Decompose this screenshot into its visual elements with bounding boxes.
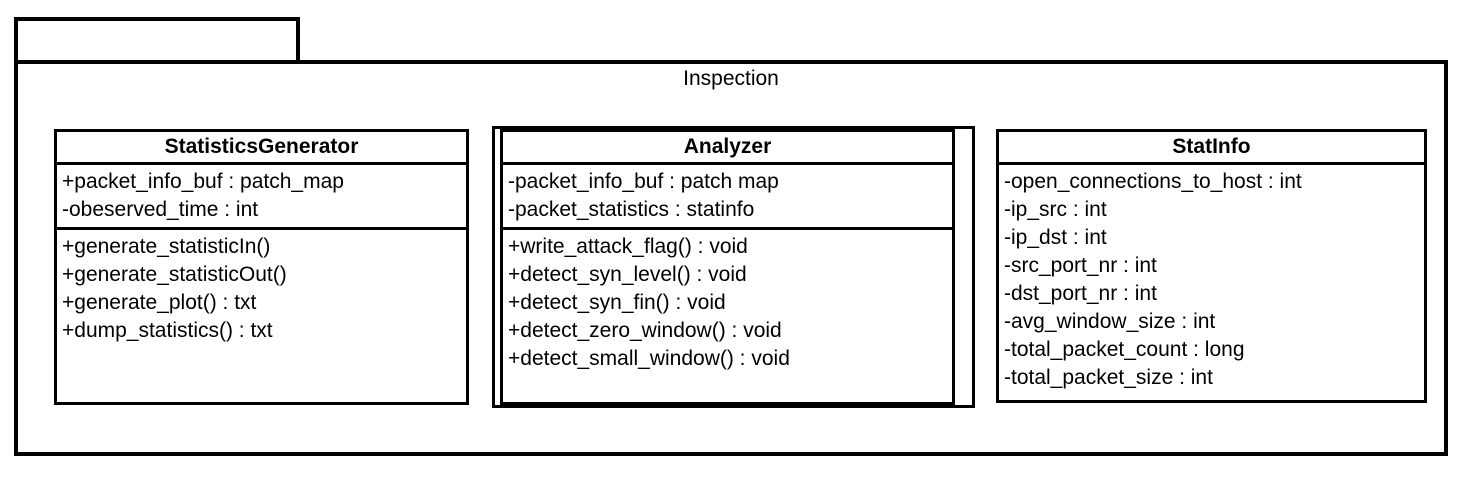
attribute-row: -obeserved_time : int: [62, 198, 259, 221]
class-title-statisticsgenerator: StatisticsGenerator: [57, 132, 466, 165]
operation-row: +write_attack_flag() : void: [508, 235, 748, 258]
attribute-row: -ip_dst : int: [1004, 226, 1107, 249]
operation-row: +detect_syn_level() : void: [508, 263, 747, 286]
operation-row: +dump_statistics() : txt: [62, 319, 273, 342]
package-title: Inspection: [683, 67, 779, 90]
class-box-statinfo[interactable]: StatInfo -open_connections_to_host : int…: [996, 129, 1427, 403]
attribute-row: -ip_src : int: [1004, 198, 1107, 221]
class-title-statinfo: StatInfo: [999, 132, 1424, 165]
attribute-row: -src_port_nr : int: [1004, 254, 1157, 277]
attribute-row: -total_packet_size : int: [1004, 366, 1213, 389]
operation-row: +detect_zero_window() : void: [508, 319, 782, 342]
operations-compartment-analyzer: +write_attack_flag() : void +detect_syn_…: [503, 230, 952, 402]
attributes-compartment-statisticsgenerator: +packet_info_buf : patch_map -obeserved_…: [57, 165, 466, 230]
operation-row: +generate_statisticOut(): [62, 263, 287, 286]
operation-row: +generate_statisticIn(): [62, 235, 271, 258]
package-tab: [14, 17, 300, 62]
attributes-compartment-analyzer: -packet_info_buf : patch map -packet_sta…: [503, 165, 952, 230]
operation-row: +detect_small_window() : void: [508, 347, 790, 370]
attribute-row: -packet_statistics : statinfo: [508, 198, 755, 221]
operation-row: +generate_plot() : txt: [62, 291, 257, 314]
attribute-row: -dst_port_nr : int: [1004, 282, 1157, 305]
class-box-analyzer[interactable]: Analyzer -packet_info_buf : patch map -p…: [500, 129, 955, 405]
attribute-row: -total_packet_count : long: [1004, 338, 1245, 361]
attribute-row: -avg_window_size : int: [1004, 310, 1216, 333]
attribute-row: +packet_info_buf : patch_map: [62, 170, 344, 193]
attribute-row: -open_connections_to_host : int: [1004, 170, 1302, 193]
class-title-analyzer: Analyzer: [503, 132, 952, 165]
class-box-statisticsgenerator[interactable]: StatisticsGenerator +packet_info_buf : p…: [54, 129, 469, 405]
operation-row: +detect_syn_fin() : void: [508, 291, 726, 314]
operations-compartment-statisticsgenerator: +generate_statisticIn() +generate_statis…: [57, 230, 466, 402]
attribute-row: -packet_info_buf : patch map: [508, 170, 779, 193]
attributes-compartment-statinfo: -open_connections_to_host : int -ip_src …: [999, 165, 1424, 400]
